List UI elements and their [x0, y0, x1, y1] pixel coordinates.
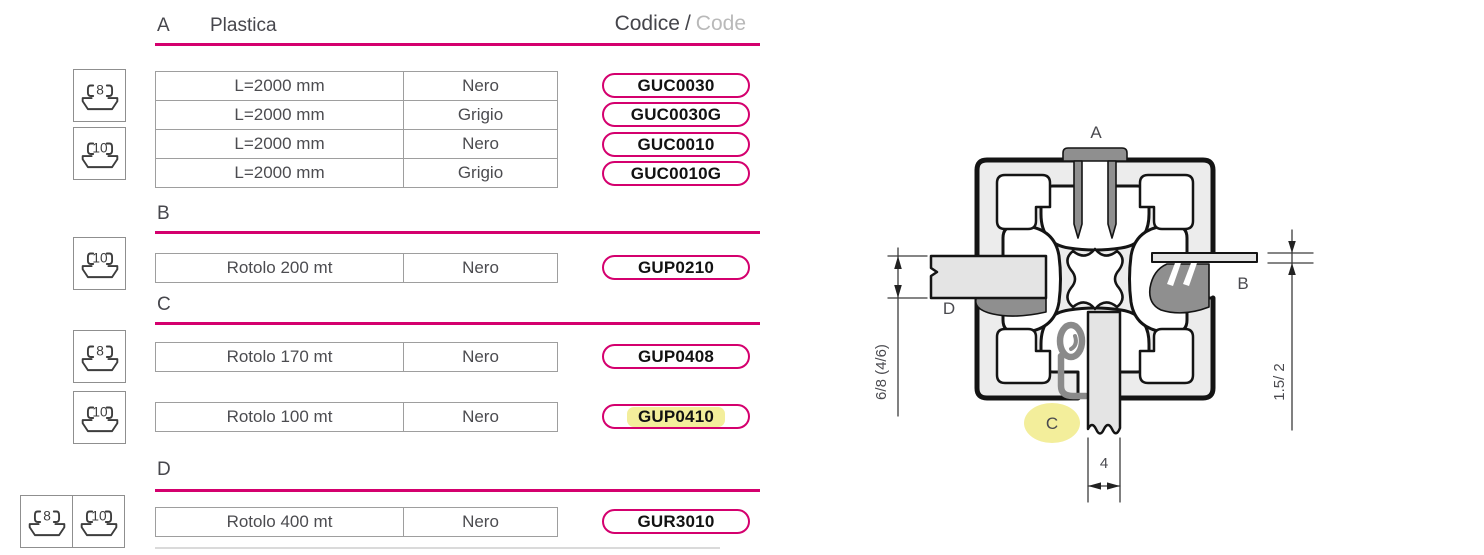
- code-badge: GUC0010G: [602, 161, 750, 186]
- cell-description: Rotolo 400 mt: [156, 508, 404, 536]
- code-badge: GUC0030G: [602, 102, 750, 127]
- section-letter-c: C: [157, 294, 171, 315]
- code-badge: GUP0210: [602, 255, 750, 280]
- corner-channel-bl: [995, 327, 1052, 385]
- slot-icon-box: 8: [73, 69, 126, 122]
- cell-finish: Nero: [462, 407, 499, 426]
- code-badge: GUR3010: [602, 509, 750, 534]
- code-badge-highlighted: GUP0410: [602, 404, 750, 429]
- slot-size-label: 8: [96, 343, 104, 358]
- slot-size-label: 8: [96, 82, 104, 97]
- diagram-label-d: D: [943, 299, 955, 318]
- cell-description: L=2000 mm: [156, 159, 404, 187]
- profile-outline: [974, 157, 1216, 401]
- panel-b: [1151, 252, 1258, 263]
- center-screw-hole: [1066, 247, 1124, 311]
- gasket-b: [1148, 263, 1210, 314]
- gasket-b-slit: [1167, 263, 1181, 286]
- section-rule-b: [155, 231, 760, 234]
- slot-size-label: 10: [92, 140, 108, 155]
- highlight-ellipse-c: [1024, 403, 1080, 443]
- section-title-plastica: Plastica: [210, 15, 277, 36]
- diagram-label-a: A: [1090, 123, 1102, 142]
- section-rule-d: [155, 489, 760, 492]
- gasket-b-slit: [1183, 263, 1197, 286]
- slot-profile-icon: 8: [28, 508, 65, 536]
- code-badge: GUP0408: [602, 344, 750, 369]
- table-row: Rotolo 100 mt Nero: [155, 402, 558, 432]
- cell-finish: Grigio: [457, 105, 504, 124]
- table-row: L=2000 mm Nero: [155, 71, 558, 101]
- dimension-arrows: [894, 241, 1296, 490]
- code-badge: GUC0010: [602, 132, 750, 157]
- section-letter-a: A: [157, 15, 170, 36]
- cover-strip-a-leg: [1073, 160, 1083, 239]
- cell-finish: Nero: [462, 512, 499, 531]
- cell-finish: Grigio: [457, 163, 504, 182]
- cell-description: Rotolo 200 mt: [156, 254, 404, 282]
- code-label-it: Codice: [614, 12, 680, 35]
- slot-profile-icon: 10: [81, 404, 118, 432]
- profile-cross-section-diagram: A B C D 6/8 (4/6) 1.5/ 2 4: [873, 123, 1314, 503]
- slot-size-label: 8: [43, 508, 51, 523]
- section-rule-c: [155, 322, 760, 325]
- slot-profile-icon: 10: [80, 508, 117, 536]
- section-letter-d: D: [157, 459, 171, 480]
- slot-profile-icon: 10: [81, 250, 118, 278]
- slot-profile-icon: 8: [81, 82, 118, 110]
- cell-finish: Nero: [462, 347, 499, 366]
- panel-d: [929, 254, 1048, 300]
- table-row: L=2000 mm Nero: [155, 129, 558, 159]
- dim-text-left: 6/8 (4/6): [873, 344, 890, 400]
- cover-strip-a-cap: [1062, 147, 1128, 162]
- code-badge: GUC0030: [602, 73, 750, 98]
- table-row: L=2000 mm Grigio: [155, 158, 558, 188]
- cell-description: Rotolo 170 mt: [156, 343, 404, 371]
- panel-c: [1086, 310, 1122, 435]
- dimension-lines: [887, 229, 1314, 503]
- table-row: Rotolo 170 mt Nero: [155, 342, 558, 372]
- cover-strip-a-leg: [1107, 160, 1117, 239]
- slot-icon-box: 10: [73, 391, 126, 444]
- slot-icon-box: 10: [72, 495, 125, 548]
- cell-finish: Nero: [462, 134, 499, 153]
- slot-size-label: 10: [91, 508, 107, 523]
- slot-profile-icon: 8: [81, 343, 118, 371]
- gasket-d: [974, 295, 1047, 317]
- cell-finish: Nero: [462, 258, 499, 277]
- dim-text-right: 1.5/ 2: [1271, 363, 1288, 401]
- diagram-label-c: C: [1046, 414, 1058, 433]
- section-letter-b: B: [157, 203, 170, 224]
- slot-icon-box: 8: [20, 495, 73, 548]
- slot-icon-box: 10: [73, 237, 126, 290]
- diagram-label-b: B: [1237, 274, 1248, 293]
- slot-size-label: 10: [92, 404, 108, 419]
- cell-description: L=2000 mm: [156, 130, 404, 158]
- table-row: Rotolo 200 mt Nero: [155, 253, 558, 283]
- corner-channel-tl: [995, 173, 1052, 231]
- corner-channel-tr: [1138, 173, 1195, 231]
- page-crop-line: [155, 547, 720, 549]
- code-label-en: Code: [695, 12, 746, 35]
- slot-icon-box: 10: [73, 127, 126, 180]
- code-column-header: Codice/Code: [450, 12, 746, 36]
- clip-gasket-c: [1056, 321, 1090, 400]
- corner-channel-br: [1138, 327, 1195, 385]
- slot-profile-icon: 10: [81, 140, 118, 168]
- cell-description: Rotolo 100 mt: [156, 403, 404, 431]
- code-label-separator: /: [684, 12, 691, 35]
- slot-size-label: 10: [92, 250, 108, 265]
- table-row: L=2000 mm Grigio: [155, 100, 558, 130]
- dim-text-bottom: 4: [1100, 455, 1108, 472]
- section-rule-a: [155, 43, 760, 46]
- table-row: Rotolo 400 mt Nero: [155, 507, 558, 537]
- cell-description: L=2000 mm: [156, 101, 404, 129]
- cell-description: L=2000 mm: [156, 72, 404, 100]
- cell-finish: Nero: [462, 76, 499, 95]
- slot-icon-box: 8: [73, 330, 126, 383]
